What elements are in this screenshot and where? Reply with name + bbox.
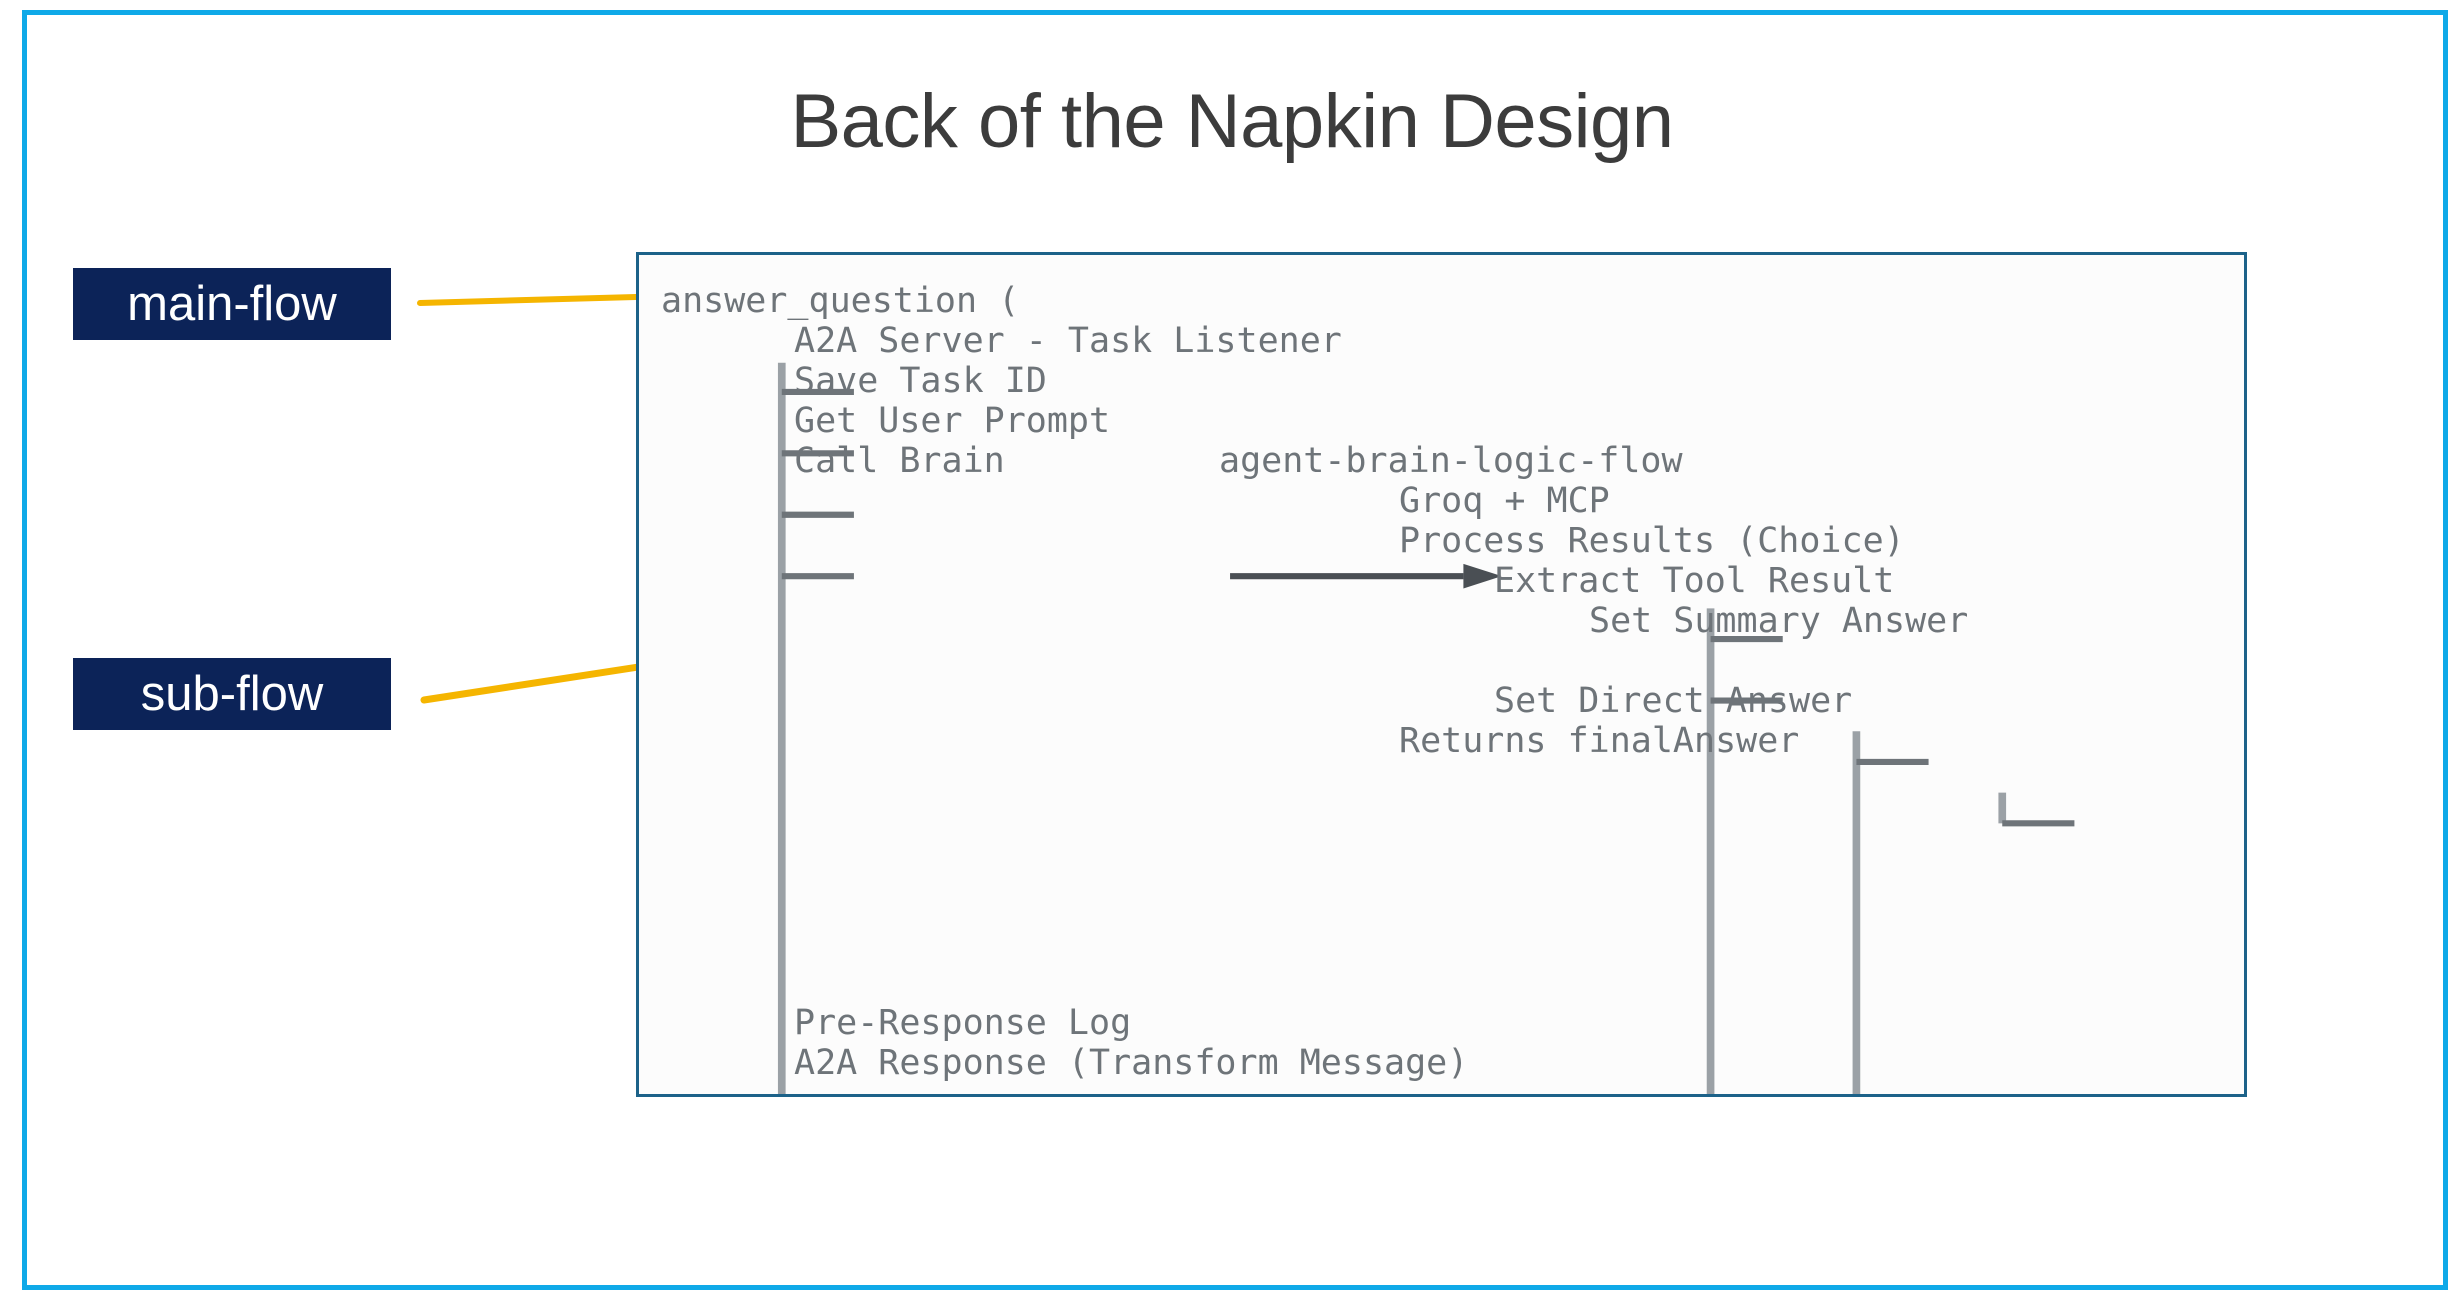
tree-node-process-results: Process Results (Choice) (1399, 521, 1905, 561)
tree-node-agent-brain-logic-flow: agent-brain-logic-flow (1219, 441, 1683, 481)
tree-node-pre-response-log: Pre-Response Log (794, 1003, 1132, 1043)
tree-node-set-summary-answer: Set Summary Answer (1589, 601, 1969, 641)
page-title: Back of the Napkin Design (790, 79, 1674, 164)
ascii-tree: answer_question ( A2A Server - Task List… (639, 255, 2244, 1094)
callout-sub-flow-label: sub-flow (140, 667, 324, 721)
callout-main-flow: main-flow (73, 268, 391, 340)
tree-node-set-direct-answer: Set Direct Answer (1494, 681, 1853, 721)
tree-node-a2a-server: A2A Server - Task Listener (794, 321, 1342, 361)
tree-node-groq-mcp: Groq + MCP (1399, 481, 1610, 521)
tree-node-returns-final-answer: Returns finalAnswer (1399, 721, 1800, 761)
napkin-diagram-panel: answer_question ( A2A Server - Task List… (636, 252, 2247, 1097)
slide-outer-border (22, 10, 2448, 1290)
callout-main-flow-label: main-flow (127, 277, 337, 331)
tree-node-extract-tool-result: Extract Tool Result (1494, 561, 1895, 601)
callout-sub-flow: sub-flow (73, 658, 391, 730)
tree-node-call-brain: Call Brain (794, 441, 1005, 481)
tree-node-save-task-id: Save Task ID (794, 361, 1047, 401)
tree-node-get-user-prompt: Get User Prompt (794, 401, 1111, 441)
tree-node-a2a-response: A2A Response (Transform Message) (794, 1043, 1469, 1083)
tree-node-root: answer_question ( (661, 281, 1020, 321)
